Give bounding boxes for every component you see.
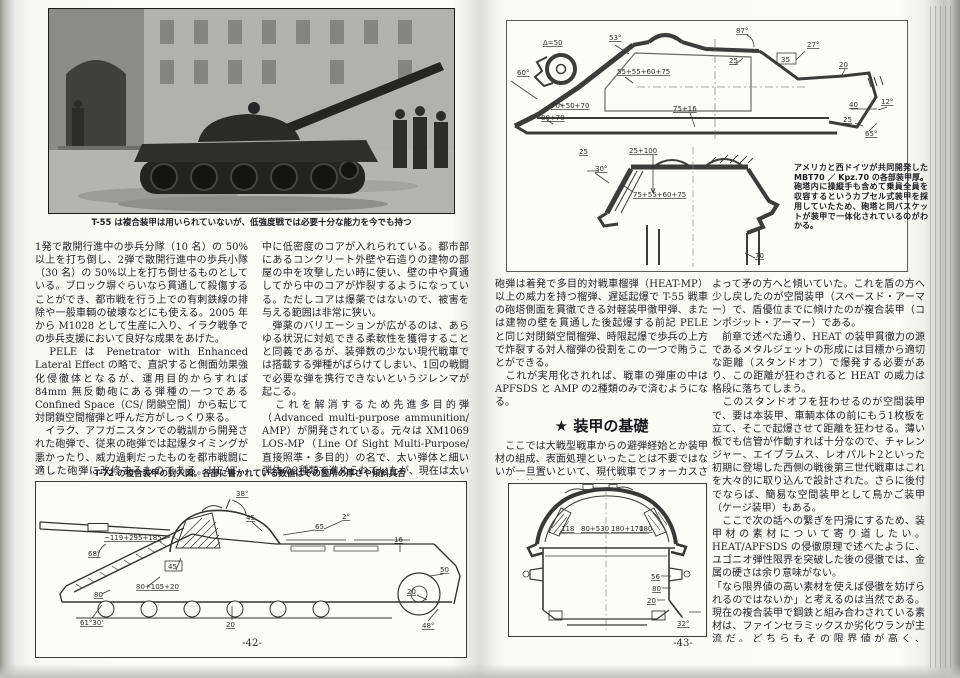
dim-label: ~119+295+185 (104, 534, 162, 542)
dim-label: 60° (517, 69, 529, 77)
dim-label: Δ=50 (543, 39, 563, 47)
dim-label: 80+105+20 (136, 583, 179, 591)
dim-label: 118 (561, 525, 574, 533)
dim-label: 20 (647, 597, 656, 605)
paragraph: このスタンドオフを狂わせるのが空間装甲で、要は本装甲、車輌本体の前にもう1枚板を… (712, 397, 925, 514)
paragraph: PELE は Penetrator with Enhanced Lateral … (35, 347, 248, 425)
dim-label: 12° (881, 98, 893, 106)
dim-label: 53° (609, 34, 621, 42)
dim-label: 2° (342, 513, 350, 521)
dim-label: 38° (236, 490, 248, 498)
paragraph: ここで次の話への繋ぎを円滑にするため、装甲材の素材について寄り道したい。HEAT… (712, 515, 925, 580)
right-page-column-2: よって矛の方へと傾いていた。これを盾の方へ少し戻したのが空間装甲（スペースド・ア… (712, 278, 925, 642)
left-page-column-1: 1発で散開行進中の歩兵分隊（10 名）の 50%以上を打ち倒し、2弾で散開行進中… (35, 241, 248, 478)
dim-label: 25+100 (629, 147, 657, 155)
dim-label: 25 (729, 57, 738, 65)
dim-label: 75+16 (673, 105, 697, 113)
dim-label: 56 (651, 573, 660, 581)
paragraph: 弾薬のバリエーションが広がるのは、あらゆる状況に対処できる柔軟性を獲得することと… (262, 320, 469, 398)
dim-label: 27° (807, 41, 819, 49)
dim-label: 70 (755, 252, 764, 260)
dim-label: 55+55+60+75 (617, 68, 670, 76)
dim-label: 80 (94, 591, 103, 599)
dim-label: 87° (736, 27, 748, 35)
page-edge-lines (928, 6, 951, 668)
dim-label: 48° (422, 622, 434, 630)
right-page-column-1: 砲弾は着発で多目的対戦車榴弾（HEAT-MP）以上の威力を持つ榴弾、遅延起爆で … (495, 278, 708, 480)
dim-label: 80+70 (541, 114, 565, 122)
page-number-right: -43- (673, 638, 693, 649)
dim-label: 45 (246, 514, 255, 522)
dim-label: 20 (226, 621, 235, 629)
dim-label: 80 (652, 585, 661, 593)
mbt70-armor-diagram: Δ=50 53° 60° 55+55+60+75 70+50+70 80+70 … (506, 20, 908, 272)
dim-label: 20 (407, 588, 416, 596)
dim-label: 20 (839, 61, 848, 69)
dim-label: 180 (639, 525, 652, 533)
paragraph: 砲弾は着発で多目的対戦車榴弾（HEAT-MP）以上の威力を持つ榴弾、遅延起爆で … (495, 279, 708, 369)
paragraph: これが実用化されれば、戦車の弾庫の中は APFSDS と AMP の2種類のみで… (495, 371, 708, 409)
t72-front-diagram: 118 80+530 180+170 180 56 80 20 32° (508, 483, 707, 637)
dim-label: 68° (88, 550, 100, 558)
paragraph: 中に低密度のコアが入れられている。都市部にあるコンクリート外壁や石造りの建物の部… (262, 242, 469, 319)
dim-label: 40 (849, 101, 858, 109)
dim-label: 65 (315, 523, 324, 531)
t72-side-diagram: 38° 45 ~119+295+185 68° 45 80+105+20 80 … (35, 481, 467, 658)
dim-label: 80+530 (581, 525, 609, 533)
dim-label: 65° (865, 130, 877, 138)
t55-photo (48, 8, 455, 214)
bystanders (72, 100, 448, 169)
dim-label: 35 (781, 56, 790, 64)
t72-diagram-caption: T-72 の複合装甲の封入図。各部に書かれている数値はその箇所の厚さや傾斜具合 (94, 469, 406, 479)
paragraph: よって矛の方へと傾いていた。これを盾の方へ少し戻したのが空間装甲（スペースド・ア… (712, 279, 925, 330)
dim-label: 180+170 (611, 525, 644, 533)
paragraph: 1発で散開行進中の歩兵分隊（10 名）の 50%以上を打ち倒し、2弾で散開行進中… (35, 242, 248, 346)
dim-label: 50 (440, 566, 449, 574)
dim-label: 70+50+70 (551, 102, 589, 110)
paragraph: 前章で述べた通り、HEAT の装甲貫徹力の源であるメタルジェットの形成には目標か… (712, 331, 925, 396)
tank-silhouette (134, 62, 444, 194)
paragraph: 「なら限界値の高い素材を使えば侵徹を妨げられるのではないか」と考えるのは当然であ… (712, 581, 925, 642)
paragraph: イラク、アフガニスタンでの戦訓から開発された砲弾で、従来の砲弾では起爆タイミング… (35, 426, 248, 477)
dim-label: 25 (579, 148, 588, 156)
dim-label: 45 (168, 563, 177, 571)
dim-label: 16 (394, 536, 403, 544)
paragraph: これを解消するため先進多目的弾（Advanced multi-purpose a… (262, 399, 469, 477)
section-heading: ★ 装甲の基礎 (554, 416, 649, 435)
dim-label: 25 (843, 116, 852, 124)
left-page-column-2: 中に低密度のコアが入れられている。都市部にあるコンクリート外壁や石造りの建物の部… (262, 241, 469, 478)
t55-photo-art (48, 8, 455, 214)
paragraph: ここでは大戦型戦車からの避弾経始とか装甲材の組成、表面処理といったことは不要では… (495, 440, 708, 478)
photo-caption: T-55 は複合装甲は用いられていないが、低強度戦では必要十分な能力を今でも持つ (91, 218, 412, 228)
dim-label: 75+55+60+75 (633, 191, 686, 199)
dim-label: 30° (595, 165, 607, 173)
mbt70-caption: アメリカと西ドイツが共同開発した MBT70 ／ Kpz.70 の各部装甲厚。砲… (794, 163, 928, 231)
dim-label: 32° (677, 620, 689, 628)
page-number-left: -42- (242, 638, 262, 649)
dim-label: 61°30' (80, 619, 103, 627)
